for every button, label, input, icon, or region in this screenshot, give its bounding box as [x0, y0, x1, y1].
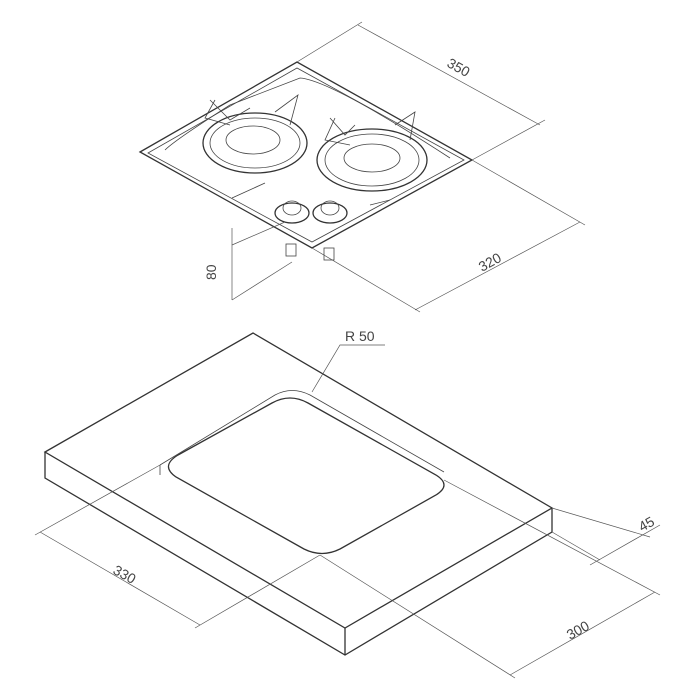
cooktop-seam — [369, 199, 391, 206]
burner-left — [202, 93, 308, 174]
dimension-cutout-300: 300 — [319, 479, 661, 679]
dimension-label-45: 45 — [636, 513, 658, 535]
dimension-cutout-330: 330 — [34, 464, 321, 629]
cooktop-recess — [164, 77, 451, 159]
countertop-top-face — [43, 332, 554, 629]
dimension-height-80: 80 — [203, 221, 293, 301]
dimension-label-330: 330 — [111, 562, 139, 587]
countertop-side-faces — [44, 452, 553, 656]
knob-right[interactable] — [312, 202, 348, 224]
cooktop-plate-inner — [147, 67, 465, 243]
knob-left[interactable] — [274, 202, 310, 224]
cooktop-plate-outline — [138, 61, 474, 249]
dimension-radius-r50: R 50 — [311, 328, 385, 393]
dimension-label-350: 350 — [445, 55, 473, 80]
gas-connectors — [285, 243, 335, 261]
cutout-inner — [167, 397, 445, 555]
dimension-label-80: 80 — [203, 264, 219, 280]
cooktop-seam — [231, 182, 266, 199]
cutout-edge — [159, 390, 445, 473]
cooktop — [138, 61, 474, 261]
dimension-thickness-45: 45 — [551, 507, 661, 566]
burner-right — [316, 111, 428, 192]
dimension-label-300: 300 — [564, 617, 592, 642]
countertop — [43, 332, 554, 656]
dimension-depth-320: 320 — [311, 159, 586, 313]
dimension-label-320: 320 — [476, 249, 504, 274]
control-knobs — [274, 200, 348, 224]
dimension-label-r50: R 50 — [345, 328, 375, 344]
